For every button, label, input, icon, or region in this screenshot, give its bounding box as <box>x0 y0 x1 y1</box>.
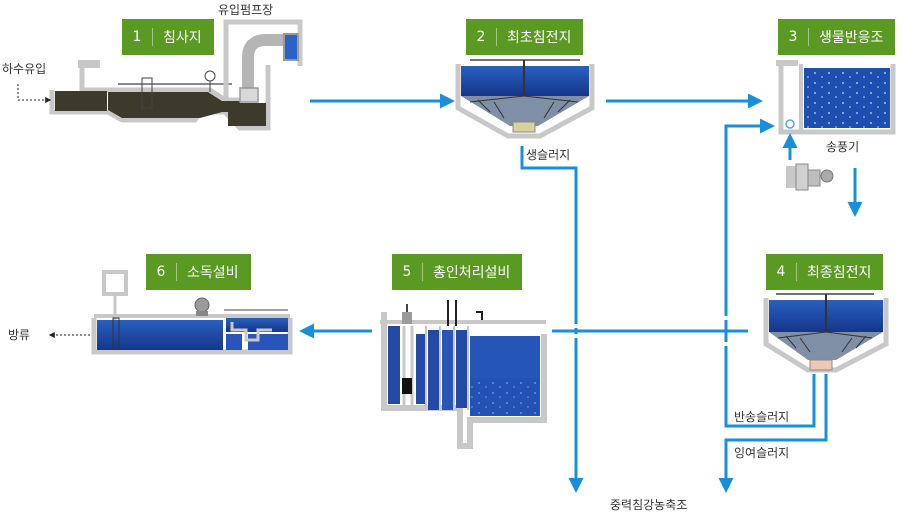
crossing-gap <box>722 316 730 320</box>
stage-name: 생물반응조 <box>819 30 884 46</box>
stage-number: 1 <box>122 28 153 46</box>
sewage-inflow-label: 하수유입 <box>2 62 47 76</box>
discharge-label: 방류 <box>8 328 31 342</box>
grit-chamber <box>49 60 271 131</box>
stage-name: 최초침전지 <box>507 30 572 46</box>
gravity-thickener-label: 중력침강농축조 <box>610 498 688 512</box>
excess-sludge-line <box>718 374 828 493</box>
stage-badge-phosphorus-removal: 5 총인처리설비 <box>392 254 523 290</box>
phosphorus-removal-facility <box>380 300 547 449</box>
primary-clarifier <box>455 59 595 139</box>
stage-number: 4 <box>766 263 797 281</box>
inlet-pump-station <box>223 19 303 103</box>
stage-number: 2 <box>466 28 497 46</box>
stage-name: 소독설비 <box>187 265 239 281</box>
stage-badge-final-clarifier: 4 최종침전지 <box>766 254 884 290</box>
stage-badge-primary-clarifier: 2 최초침전지 <box>466 19 584 55</box>
stage-badge-bioreactor: 3 생물반응조 <box>778 19 896 55</box>
stage-number: 3 <box>778 28 809 46</box>
return-sludge-line <box>724 118 816 428</box>
inlet-pump-label: 유입펌프장 <box>218 3 274 17</box>
final-clarifier <box>763 293 889 373</box>
crossing-gap <box>572 324 580 328</box>
stage-number: 6 <box>146 263 177 281</box>
blower-label: 송풍기 <box>826 140 860 154</box>
stage-name: 총인처리설비 <box>433 265 511 281</box>
stage-badge-grit-chamber: 1 침사지 <box>122 19 214 55</box>
blower-machine <box>786 163 834 191</box>
primary-sludge-line <box>520 146 584 493</box>
primary-sludge-label: 생슬러지 <box>526 148 571 162</box>
return-sludge-label: 반송슬러지 <box>734 410 790 424</box>
stage-name: 침사지 <box>163 30 202 46</box>
crossing-gap <box>722 342 730 346</box>
stage-name: 최종침전지 <box>807 265 872 281</box>
crossing-gap <box>572 334 580 338</box>
stage-number: 5 <box>392 263 423 281</box>
bioreactor <box>776 60 896 135</box>
disinfection-facility <box>91 270 293 355</box>
stage-badge-disinfection: 6 소독설비 <box>146 254 251 290</box>
excess-sludge-label: 잉여슬러지 <box>734 446 790 460</box>
